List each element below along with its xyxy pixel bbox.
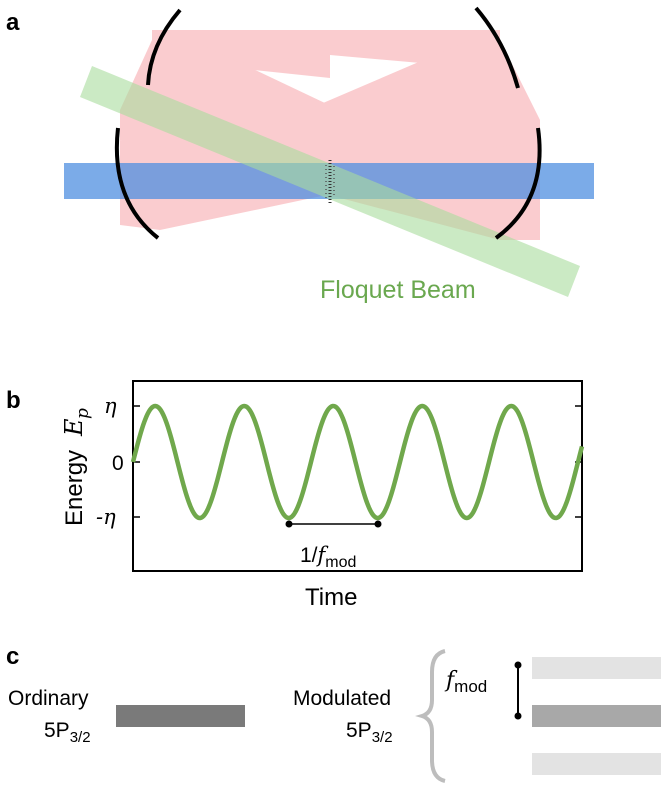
atom-cloud — [325, 160, 335, 205]
period-marker — [285, 520, 382, 528]
mirror-bottom-right — [494, 127, 542, 240]
mirror-bottom-left — [114, 127, 160, 240]
fmod-label: fmod — [444, 668, 487, 696]
modulated-label: Modulated — [293, 687, 391, 710]
ylabel-word: Energy — [61, 450, 88, 526]
center-level — [532, 705, 661, 727]
ytick-eta: η — [104, 394, 117, 418]
modulated-state-label: 5P3/2 — [346, 719, 393, 746]
cavity-mirrors — [114, 6, 542, 240]
ordinary-state-label: 5P3/2 — [44, 719, 91, 746]
mirror-top-left — [146, 8, 182, 86]
energy-curve — [130, 403, 585, 521]
upper-sideband-level — [532, 657, 661, 679]
fmod-spacing-marker — [514, 661, 522, 720]
mirror-top-right — [474, 6, 520, 89]
ordinary-label: Ordinary — [8, 687, 89, 710]
y-axis-label: Energy E p — [60, 408, 93, 526]
ylabel-subscript: p — [73, 408, 93, 419]
cavity-beam-top-band — [152, 30, 500, 70]
sideband-brace — [415, 649, 446, 783]
floquet-beam-label: Floquet Beam — [320, 276, 476, 304]
x-axis-label: Time — [305, 584, 357, 611]
ytick-neg-eta: -η — [96, 505, 116, 529]
panel-c-letter: c — [6, 643, 19, 670]
lower-sideband-level — [532, 753, 661, 775]
panel-b-letter: b — [6, 387, 21, 414]
ytick-zero: 0 — [112, 452, 124, 475]
panel-a-letter: a — [6, 9, 20, 36]
period-label: 1/fmod — [300, 543, 356, 571]
ylabel-symbol: E — [60, 418, 88, 437]
plot-frame — [132, 380, 583, 572]
ordinary-level — [116, 705, 245, 727]
